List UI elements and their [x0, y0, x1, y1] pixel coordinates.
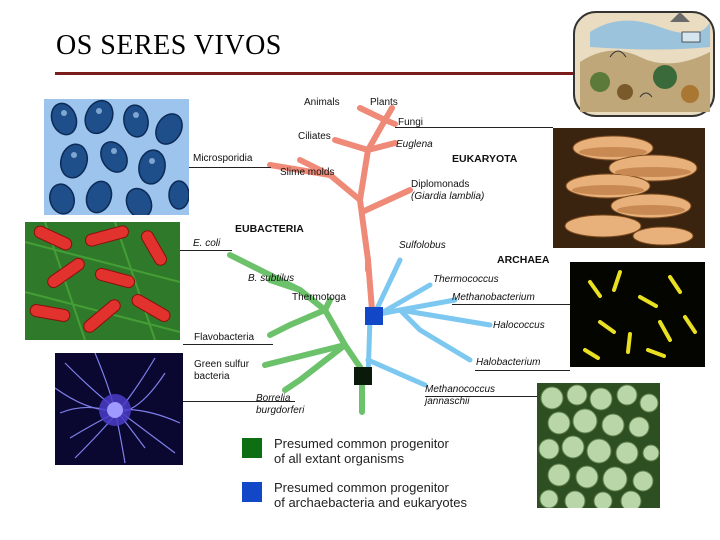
taxon-plants: Plants: [370, 97, 398, 108]
taxon-borrelia-line2: burgdorferi: [256, 405, 305, 416]
branch-methanococcus: [365, 357, 428, 388]
branch-halobacterium: [397, 307, 473, 363]
branch-microsporidia: [267, 162, 333, 178]
connector-methanobacterium: [452, 304, 570, 305]
taxon-slime-molds: Slime molds: [280, 167, 335, 178]
taxon-halococcus: Halococcus: [493, 320, 545, 331]
rod-bacteria-photo: [25, 222, 180, 340]
taxon-euglena: Euglena: [396, 139, 433, 150]
branch-thermococcus: [375, 282, 433, 318]
legend-text-all-organisms: Presumed common progenitor of all extant…: [274, 436, 449, 466]
blue-filament-bacteria-photo: [55, 353, 183, 465]
taxon-diplomonads: Diplomonads: [411, 179, 470, 190]
taxon-methanococcus-line2: jannaschii: [425, 396, 470, 407]
taxon-halobacterium: Halobacterium: [476, 357, 541, 368]
taxon-borrelia-line1: Borrelia: [256, 393, 291, 404]
legend-text-line: Presumed common progenitor: [274, 480, 449, 495]
taxon-microsporidia: Microsporidia: [193, 153, 253, 164]
group-label-archaea: ARCHAEA: [497, 254, 550, 266]
connector-borrelia: [183, 401, 295, 402]
branch-green-sulfur: [262, 342, 348, 368]
connector-methanococcus: [425, 396, 537, 397]
taxon-bsubtilus: B. subtilus: [248, 273, 295, 284]
title-underline: [55, 72, 610, 75]
taxon-green-sulfur-line2: bacteria: [194, 371, 230, 382]
group-label-eukaryota: EUKARYOTA: [452, 153, 518, 165]
branch-animals: [357, 105, 388, 123]
living-beings-collage-illustration: [570, 2, 718, 120]
branch-methanobacterium: [397, 297, 458, 313]
taxon-giardia: (Giardia lamblia): [411, 191, 485, 202]
branch-borrelia: [282, 342, 348, 393]
taxon-sulfolobus: Sulfolobus: [399, 240, 446, 251]
connector-ecoli: [180, 250, 232, 251]
branch-slime-molds: [297, 157, 363, 203]
page-title: OS SERES VIVOS: [56, 30, 282, 61]
taxon-fungi: Fungi: [398, 117, 424, 128]
group-label-eubacteria: EUBACTERIA: [235, 223, 304, 235]
connector-halobacterium: [475, 370, 570, 371]
branch-sulfolobus: [371, 257, 403, 318]
microsporidia-spores-photo: [44, 99, 189, 215]
connector-microsporidia: [189, 167, 271, 168]
branch-ciliates: [332, 137, 371, 153]
legend-swatch-archaea-eukaryotes: [242, 482, 262, 502]
branch-euglena: [365, 140, 398, 153]
green-coccus-photo: [537, 383, 660, 508]
fungi-mushroom-photo: [553, 128, 705, 248]
legend-text-line: of all extant organisms: [274, 451, 405, 466]
common-progenitor-marker: [354, 367, 372, 385]
taxon-green-sulfur-line1: Green sulfur: [194, 359, 250, 370]
legend-text-line: of archaebacteria and eukaryotes: [274, 495, 467, 510]
branch-halococcus: [397, 307, 493, 328]
taxon-ecoli: E. coli: [193, 238, 221, 249]
taxon-thermotoga: Thermotoga: [292, 292, 346, 303]
branch-fungi: [382, 117, 398, 127]
connector-flavobacteria: [183, 344, 273, 345]
taxon-methanococcus-line1: Methanococcus: [425, 384, 496, 395]
legend-text-archaea-eukaryotes: Presumed common progenitor of archaebact…: [274, 480, 467, 510]
legend-text-line: Presumed common progenitor: [274, 436, 449, 451]
taxon-flavobacteria: Flavobacteria: [194, 332, 255, 343]
branch-bsubtilus: [267, 277, 303, 293]
taxon-animals: Animals: [304, 97, 340, 108]
taxon-methanobacterium: Methanobacterium: [452, 292, 535, 303]
taxon-thermococcus: Thermococcus: [433, 274, 499, 285]
branch-flavobacteria: [267, 307, 328, 338]
taxon-ciliates: Ciliates: [298, 131, 331, 142]
yellow-archaea-photo: [570, 262, 705, 367]
connector-fungi: [395, 127, 553, 128]
archaea-eukaryote-progenitor-marker: [365, 307, 383, 325]
branch-diplomonads: [359, 187, 413, 215]
legend-swatch-all-organisms: [242, 438, 262, 458]
